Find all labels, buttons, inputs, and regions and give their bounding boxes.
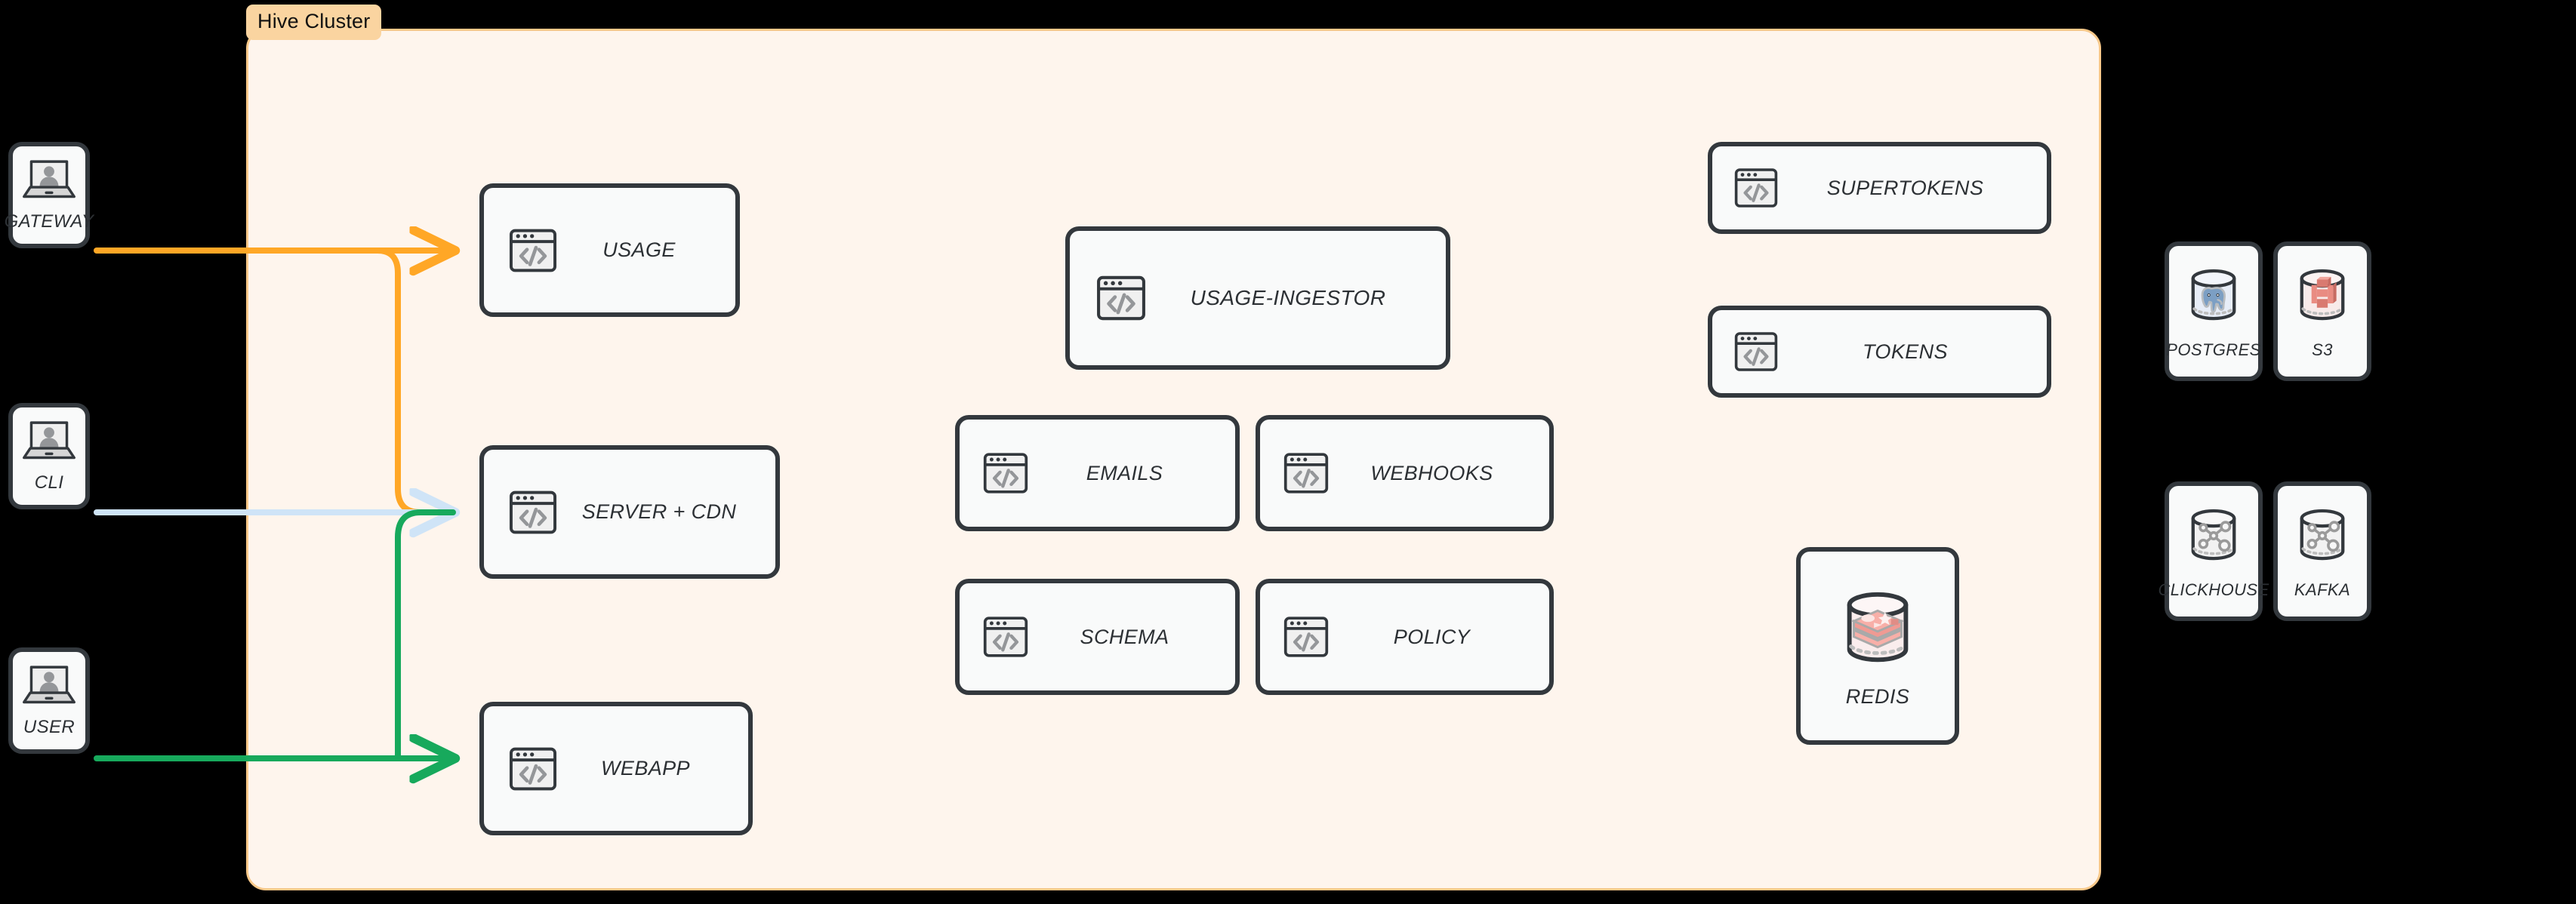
service-supertokens-label: SUPERTOKENS [1826, 176, 1984, 199]
hive-cluster-label: Hive Cluster [246, 5, 382, 40]
store-clickhouse-label: CLICKHOUSE [2158, 580, 2269, 599]
code-window-icon [508, 226, 558, 275]
service-policy-label: POLICY [1393, 625, 1471, 648]
store-postgres[interactable]: POSTGRES [2165, 241, 2263, 381]
code-window-icon [982, 613, 1029, 660]
client-cli[interactable]: CLI [8, 403, 90, 509]
redis-database-icon [1833, 584, 1922, 673]
code-window-icon [1095, 272, 1147, 324]
service-emails[interactable]: EMAILS [955, 415, 1240, 531]
service-usage-ingestor[interactable]: USAGE-INGESTOR [1065, 226, 1450, 370]
service-usage[interactable]: USAGE [479, 183, 740, 317]
postgres-database-icon [2181, 263, 2246, 328]
store-s3-label: S3 [2312, 340, 2333, 359]
service-webhooks[interactable]: WEBHOOKS [1256, 415, 1554, 531]
client-gateway-label: GATEWAY [4, 211, 94, 232]
store-kafka[interactable]: KAFKA [2273, 481, 2371, 621]
laptop-user-icon [23, 420, 75, 460]
code-window-icon [1283, 450, 1330, 497]
service-schema[interactable]: SCHEMA [955, 579, 1240, 695]
s3-database-icon [2290, 263, 2355, 328]
store-redis[interactable]: REDIS [1796, 547, 1959, 745]
client-user[interactable]: USER [8, 647, 90, 754]
client-cli-label: CLI [34, 472, 64, 493]
client-user-label: USER [23, 716, 75, 737]
service-server-cdn[interactable]: SERVER + CDN [479, 445, 780, 579]
code-window-icon [982, 450, 1029, 497]
service-schema-label: SCHEMA [1080, 625, 1169, 648]
service-server-cdn-label: SERVER + CDN [581, 500, 737, 523]
service-tokens-label: TOKENS [1863, 340, 1948, 363]
service-webhooks-label: WEBHOOKS [1370, 461, 1493, 484]
store-postgres-label: POSTGRES [2166, 340, 2261, 359]
laptop-user-icon [23, 664, 75, 705]
service-emails-label: EMAILS [1086, 461, 1163, 484]
code-window-icon [508, 744, 558, 794]
store-redis-label: REDIS [1845, 684, 1910, 708]
store-s3[interactable]: S3 [2273, 241, 2371, 381]
service-supertokens[interactable]: SUPERTOKENS [1708, 142, 2051, 234]
code-window-icon [1733, 329, 1779, 374]
service-webapp-label: WEBAPP [601, 757, 690, 779]
client-gateway[interactable]: GATEWAY [5, 142, 94, 248]
service-policy[interactable]: POLICY [1256, 579, 1554, 695]
code-window-icon [1283, 613, 1330, 660]
store-kafka-label: KAFKA [2294, 580, 2351, 599]
graph-database-icon [2290, 503, 2355, 568]
service-webapp[interactable]: WEBAPP [479, 702, 753, 835]
service-usage-label: USAGE [602, 238, 676, 261]
store-clickhouse[interactable]: CLICKHOUSE [2158, 481, 2269, 621]
code-window-icon [1733, 165, 1779, 211]
service-tokens[interactable]: TOKENS [1708, 306, 2051, 398]
graph-database-icon [2181, 503, 2246, 568]
service-usage-ingestor-label: USAGE-INGESTOR [1190, 286, 1386, 309]
laptop-user-icon [23, 158, 75, 199]
code-window-icon [508, 487, 558, 537]
